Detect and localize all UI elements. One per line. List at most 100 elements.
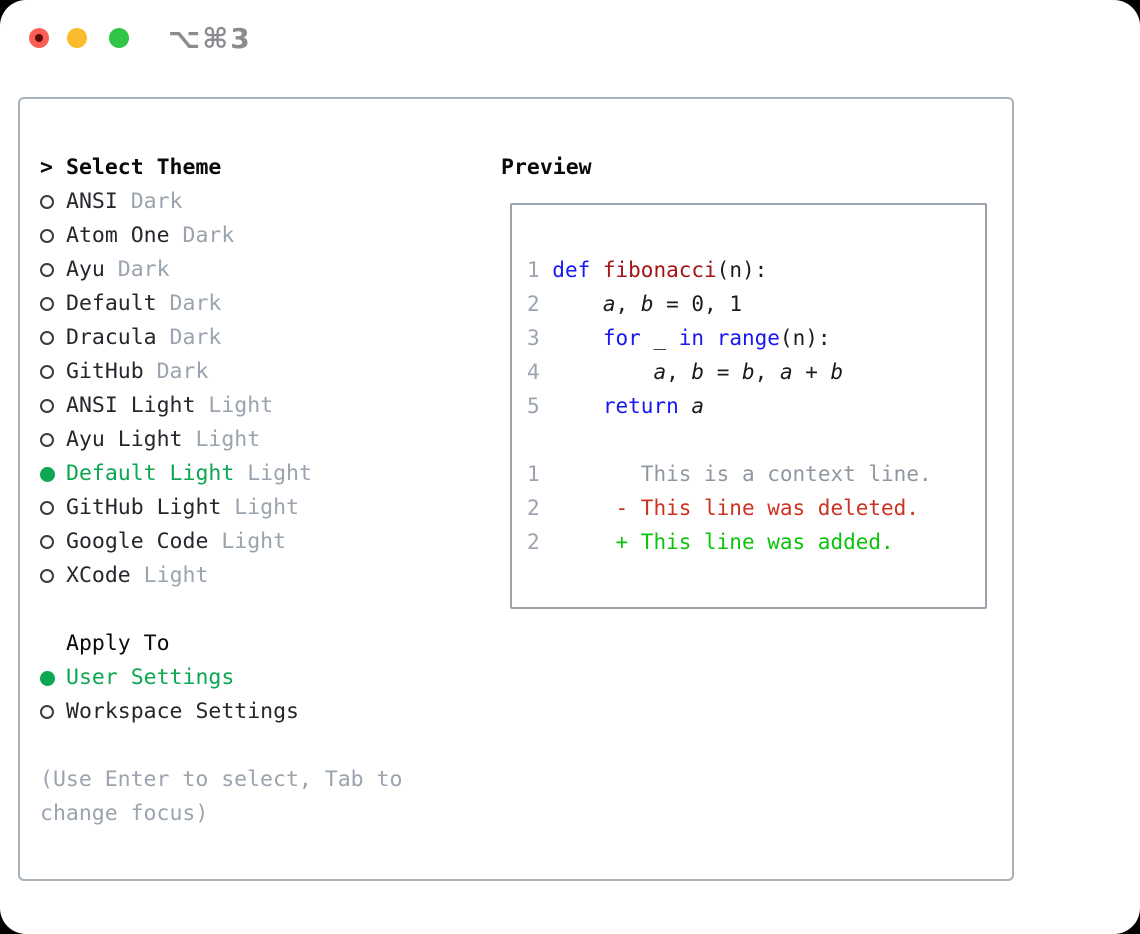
radio-unselected-icon[interactable] (40, 525, 57, 559)
token-variable: a (653, 360, 667, 384)
token-plain: , (754, 360, 780, 384)
zoom-button-icon[interactable] (109, 28, 129, 48)
token-plain: = 0, 1 (653, 292, 742, 316)
select-theme-header-label: Select Theme (66, 155, 222, 180)
token-function: fibonacci (602, 258, 717, 282)
token-added: + This line was added. (615, 530, 894, 554)
token-plain (704, 326, 717, 350)
theme-option-label: XCode (66, 563, 131, 588)
radio-unselected-icon[interactable] (40, 389, 57, 423)
theme-variant-label: Light (130, 563, 209, 588)
theme-option-github[interactable]: GitHub Dark (40, 355, 470, 389)
theme-variant-label: Light (208, 529, 287, 554)
radio-unselected-icon[interactable] (40, 491, 57, 525)
theme-option-ayu[interactable]: Ayu Dark (40, 253, 470, 287)
theme-option-label: Dracula (66, 325, 157, 350)
token-keyword: return (602, 394, 679, 418)
code-line: 3 for _ in range(n): (527, 321, 985, 355)
apply-option-user-settings[interactable]: User Settings (40, 661, 470, 695)
apply-option-workspace-settings[interactable]: Workspace Settings (40, 695, 470, 729)
theme-option-default-light[interactable]: Default Light Light (40, 457, 470, 491)
blank-line (527, 423, 985, 457)
token-plain (552, 496, 615, 520)
token-variable: a (602, 292, 616, 316)
theme-variant-label: Dark (156, 325, 222, 350)
spacer (40, 593, 470, 627)
theme-option-label: GitHub Light (66, 495, 222, 520)
radio-unselected-icon[interactable] (40, 287, 57, 321)
theme-variant-label: Dark (156, 291, 222, 316)
radio-unselected-icon[interactable] (40, 695, 57, 729)
token-context: This is a context line. (640, 462, 932, 486)
token-plain: (n): (716, 258, 768, 282)
select-theme-header: > Select Theme (40, 151, 470, 185)
token-variable: b (742, 360, 755, 384)
apply-option-label: User Settings (66, 665, 235, 690)
code-line: 2 a, b = 0, 1 (527, 287, 985, 321)
radio-selected-icon[interactable] (40, 661, 57, 695)
token-variable: a (779, 360, 793, 384)
radio-unselected-icon[interactable] (40, 321, 57, 355)
theme-variant-label: Light (182, 427, 261, 452)
radio-unselected-icon[interactable] (40, 423, 57, 457)
theme-option-label: Ayu (66, 257, 105, 282)
line-number: 2 (527, 496, 540, 520)
apply-to-header-label: Apply To (66, 631, 170, 656)
spacer (40, 729, 470, 763)
token-plain: (n): (779, 326, 831, 350)
theme-option-dracula[interactable]: Dracula Dark (40, 321, 470, 355)
line-number: 4 (527, 360, 540, 384)
token-keyword: range (716, 326, 780, 350)
theme-variant-label: Light (221, 495, 300, 520)
token-plain: , (615, 292, 641, 316)
radio-unselected-icon[interactable] (40, 219, 57, 253)
theme-option-ansi-light[interactable]: ANSI Light Light (40, 389, 470, 423)
radio-unselected-icon[interactable] (40, 355, 57, 389)
diff-preview: 1 This is a context line.2 - This line w… (527, 457, 985, 559)
token-variable: a (691, 394, 705, 418)
theme-option-default[interactable]: Default Dark (40, 287, 470, 321)
theme-option-label: ANSI (66, 189, 118, 214)
token-plain (679, 394, 692, 418)
theme-option-label: Google Code (66, 529, 209, 554)
token-variable: b (691, 360, 705, 384)
token-deleted: - This line was deleted. (615, 496, 919, 520)
theme-option-ayu-light[interactable]: Ayu Light Light (40, 423, 470, 457)
apply-option-label: Workspace Settings (66, 699, 299, 724)
radio-unselected-icon[interactable] (40, 253, 57, 287)
apply-to-header: Apply To (40, 627, 470, 661)
line-number: 1 (527, 258, 540, 282)
theme-option-google-code[interactable]: Google Code Light (40, 525, 470, 559)
token-plain (552, 360, 653, 384)
close-button-icon[interactable] (29, 28, 49, 48)
theme-variant-label: Light (195, 393, 274, 418)
token-plain (552, 394, 603, 418)
theme-variant-label: Dark (104, 257, 170, 282)
theme-option-atom-one[interactable]: Atom One Dark (40, 219, 470, 253)
token-plain (552, 292, 603, 316)
preview-header: Preview (501, 155, 592, 180)
theme-option-github-light[interactable]: GitHub Light Light (40, 491, 470, 525)
token-variable: b (830, 360, 844, 384)
focus-caret-icon: > (40, 155, 53, 180)
theme-option-label: Atom One (66, 223, 170, 248)
token-plain: _ (640, 326, 679, 350)
theme-variant-label: Dark (143, 359, 209, 384)
radio-unselected-icon[interactable] (40, 185, 57, 219)
radio-unselected-icon[interactable] (40, 559, 57, 593)
window-title: ⌥⌘3 (168, 22, 252, 55)
radio-selected-icon[interactable] (40, 457, 57, 491)
help-text: (Use Enter to select, Tab to change focu… (40, 767, 403, 826)
diff-line: 2 + This line was added. (527, 525, 985, 559)
theme-option-xcode[interactable]: XCode Light (40, 559, 470, 593)
token-plain: + (792, 360, 831, 384)
theme-variant-label: Dark (117, 189, 183, 214)
theme-option-ansi[interactable]: ANSI Dark (40, 185, 470, 219)
minimize-button-icon[interactable] (67, 28, 87, 48)
